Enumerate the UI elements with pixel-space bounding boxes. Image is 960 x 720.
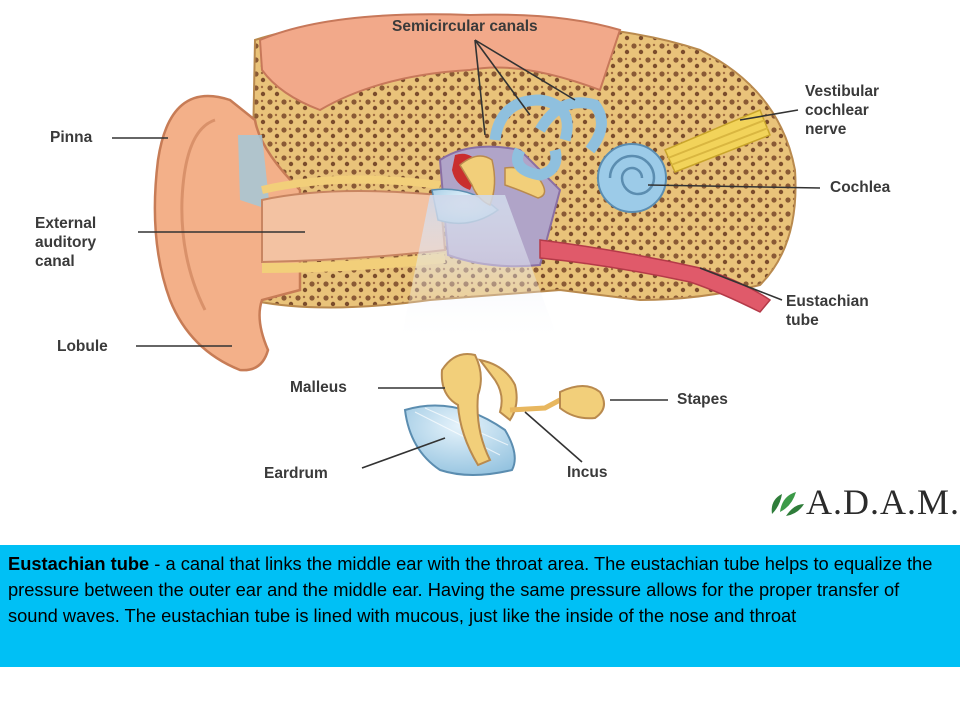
leaf-logo-icon [771, 492, 804, 516]
cochlea-shape [597, 143, 667, 213]
label-eustachian-tube: Eustachian tube [786, 292, 869, 330]
label-eustachian-line-2: tube [786, 312, 819, 329]
label-semicircular-canals: Semicircular canals [392, 18, 538, 35]
label-stapes: Stapes [677, 391, 728, 408]
ear-anatomy-diagram: Semicircular canals Vestibular cochlear … [35, 13, 960, 522]
label-external-line-3: canal [35, 253, 75, 270]
label-external-line-1: External [35, 215, 97, 232]
caption-text: - a canal that links the middle ear with… [8, 553, 933, 626]
label-cochlea: Cochlea [830, 179, 891, 196]
adam-logo: A.D.A.M. [768, 482, 960, 522]
label-external-auditory-canal: External auditory canal [35, 214, 96, 271]
ear-illustration [112, 13, 821, 476]
nerve-shape [663, 109, 771, 173]
label-external-line-2: auditory [35, 234, 97, 251]
caption-term: Eustachian tube [8, 553, 150, 574]
label-vestibular-line-2: cochlear [805, 102, 869, 119]
logo-text: A.D.A.M. [806, 482, 960, 522]
auditory-canal [261, 175, 447, 273]
label-eustachian-line-1: Eustachian [786, 293, 869, 310]
label-vestibular-cochlear-nerve: Vestibular cochlear nerve [805, 82, 879, 139]
eustachian-tube-shape [539, 239, 772, 313]
label-eardrum: Eardrum [264, 465, 328, 482]
semicircular-canals-shape [489, 94, 607, 181]
label-lobule: Lobule [57, 338, 108, 355]
label-malleus: Malleus [290, 379, 347, 396]
label-vestibular-line-3: nerve [805, 121, 847, 138]
pinna-shape [153, 94, 302, 372]
label-vestibular-line-1: Vestibular [805, 83, 880, 100]
label-pinna: Pinna [50, 129, 93, 146]
caption-box: Eustachian tube - a canal that links the… [0, 545, 960, 667]
label-incus: Incus [567, 464, 608, 481]
enlarged-ossicles [403, 353, 605, 476]
zoom-beam [400, 195, 560, 345]
leader-lines [112, 39, 821, 469]
